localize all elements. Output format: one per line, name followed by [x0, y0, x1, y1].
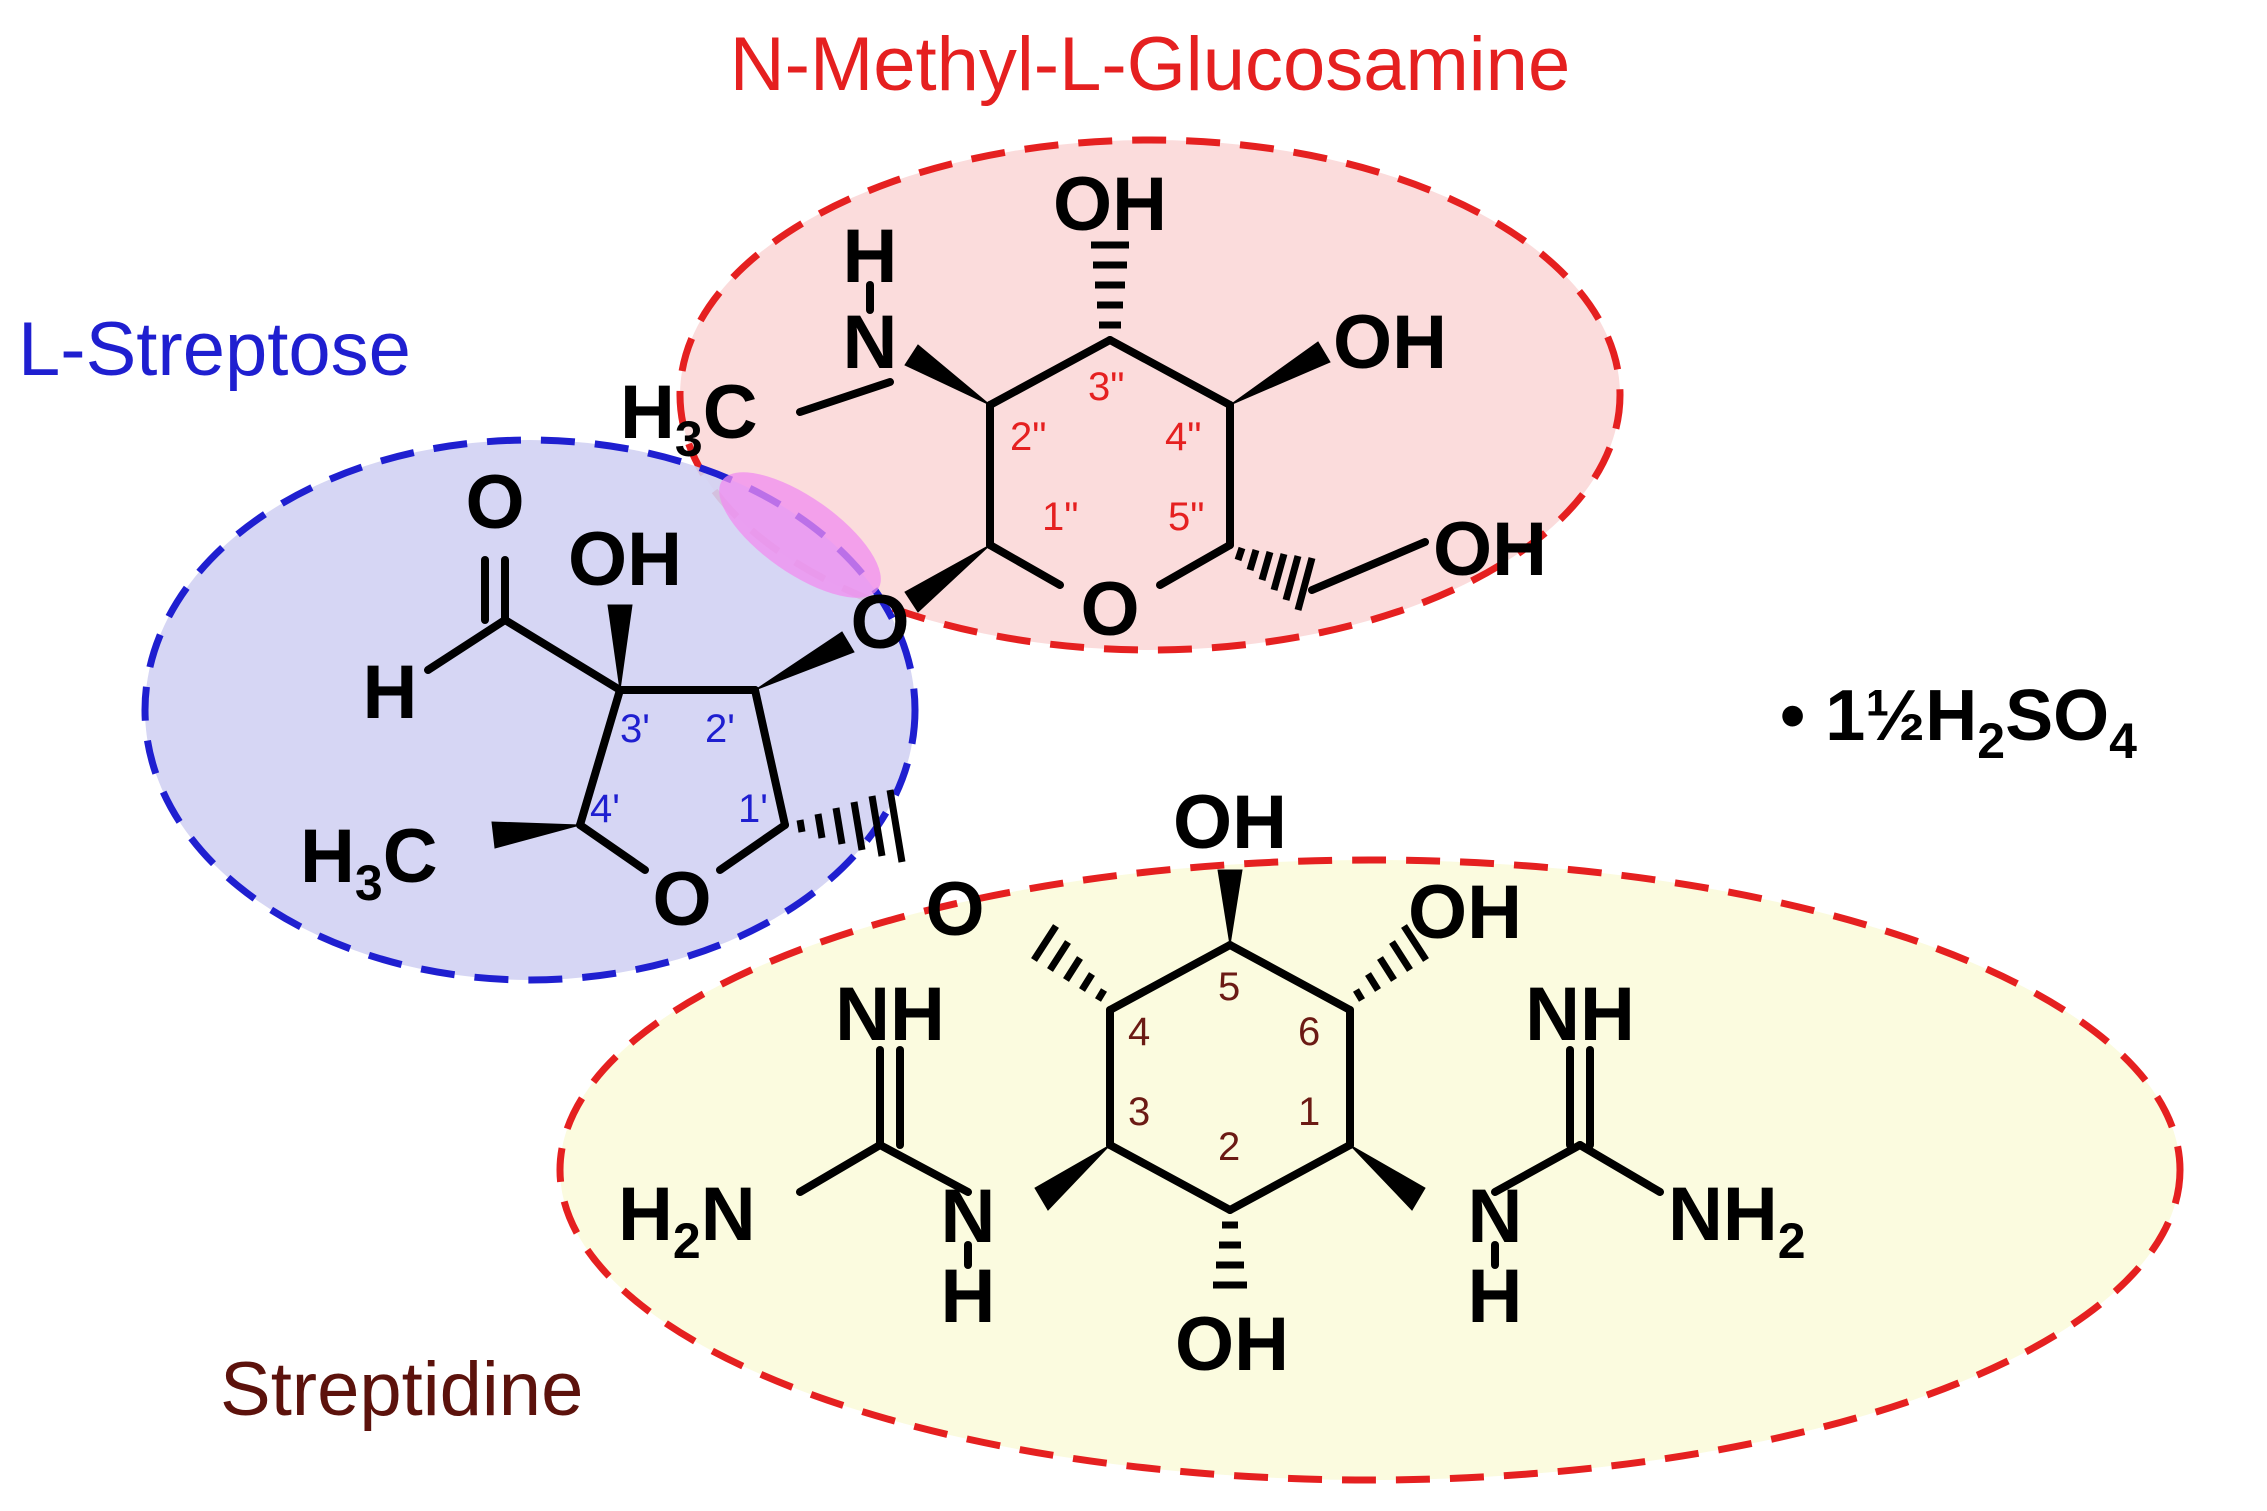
hash-bond-1p [796, 789, 906, 863]
atom-h-left: H [941, 1254, 996, 1339]
atom-oh-5: OH [1173, 780, 1287, 865]
streptidine-title: Streptidine [220, 1347, 583, 1432]
atom-nh2-right: NH2 [1668, 1172, 1806, 1269]
atom-n-right: N [1468, 1174, 1523, 1259]
wedge-bond-1pp [904, 544, 991, 613]
locant-4: 4 [1128, 1010, 1150, 1054]
atom-h2n-left: H2N [618, 1172, 756, 1269]
wedge-bond-4pp [1229, 341, 1331, 406]
wedge-bond-2p [754, 631, 855, 691]
locant-2pp: 2" [1010, 415, 1046, 459]
locant-3pp: 3" [1088, 365, 1124, 409]
atom-oh-4pp: OH [1333, 300, 1447, 385]
locant-4pp: 4" [1165, 415, 1201, 459]
atom-oh-6: OH [1408, 870, 1522, 955]
glucosamine-title: N-Methyl-L-Glucosamine [730, 22, 1570, 107]
streptose-ring [424, 556, 906, 874]
atom-o-ring-streptose: O [652, 857, 711, 942]
atom-o-ring-glucosamine: O [1080, 567, 1139, 652]
atom-oh-3pp: OH [1053, 162, 1167, 247]
atom-oh-3p: OH [568, 517, 682, 602]
atom-h-aldehyde: H [363, 650, 418, 735]
locant-3: 3 [1128, 1090, 1150, 1134]
wedge-bond-1 [1349, 1144, 1426, 1211]
locant-1p: 1' [738, 787, 768, 831]
atom-h-methylamino: H [843, 214, 898, 299]
streptose-title: L-Streptose [18, 307, 411, 392]
hash-bond-2 [1213, 1221, 1247, 1289]
locant-5: 5 [1218, 965, 1240, 1009]
atom-n-left: N [941, 1174, 996, 1259]
atom-h3c-4p: H3C [300, 814, 438, 911]
wedge-bond-3 [1034, 1144, 1111, 1211]
streptidine-ring [796, 869, 1664, 1289]
atom-oh-2: OH [1175, 1302, 1289, 1387]
atom-oh-6pp: OH [1433, 507, 1547, 592]
atom-nh-right-imine: NH [1525, 972, 1635, 1057]
locant-1pp: 1" [1042, 495, 1078, 539]
locant-5pp: 5" [1168, 495, 1204, 539]
streptidine-region [556, 856, 2184, 1484]
locant-3p: 3' [620, 707, 650, 751]
streptose-region [141, 436, 919, 984]
locant-1: 1 [1298, 1090, 1320, 1134]
hash-bond-4 [1031, 924, 1108, 1002]
hash-bond-5pp [1234, 546, 1316, 611]
wedge-bond-4p [491, 821, 581, 849]
sulfate-salt-label: • 1½H2SO4 [1780, 676, 2137, 769]
glucosamine-ring [796, 241, 1429, 613]
atom-h3c-methyl: H3C [620, 370, 758, 467]
locant-6: 6 [1298, 1010, 1320, 1054]
hash-bond-3pp [1091, 241, 1129, 329]
wedge-bond-5 [1217, 869, 1243, 946]
glucosamine-region [676, 136, 1624, 654]
locant-2: 2 [1218, 1125, 1240, 1169]
wedge-bond-3p [607, 604, 633, 691]
atom-nh-left-imine: NH [835, 972, 945, 1057]
locant-2p: 2' [705, 707, 735, 751]
atom-o-glycosidic-1: O [850, 580, 909, 665]
region-overlap [719, 472, 881, 598]
atom-o-glycosidic-2: O [925, 867, 984, 952]
atom-o-aldehyde: O [465, 460, 524, 545]
atom-n-methylamino: N [843, 300, 898, 385]
atom-h-right: H [1468, 1254, 1523, 1339]
locant-4p: 4' [590, 787, 620, 831]
wedge-bond-2pp [904, 344, 991, 406]
hash-bond-6 [1352, 924, 1429, 1002]
